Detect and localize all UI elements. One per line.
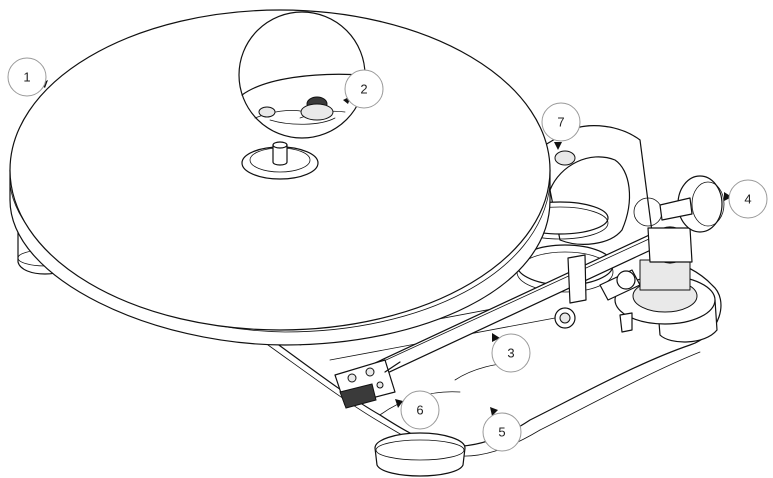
foot-front: [374, 432, 466, 477]
callout-7: 7: [541, 102, 581, 150]
callout-6-label: 6: [416, 403, 423, 418]
callout-1-label: 1: [23, 70, 30, 85]
spindle: [241, 141, 319, 180]
callout-1: 1: [7, 57, 48, 97]
inset-detail: [238, 11, 366, 139]
callout-3: 3: [491, 333, 531, 373]
tonearm: [334, 175, 725, 409]
callout-4-label: 4: [744, 192, 751, 207]
callout-5-label: 5: [498, 425, 505, 440]
callout-2-label: 2: [360, 82, 367, 97]
callout-4: 4: [724, 179, 768, 219]
callout-2: 2: [343, 69, 384, 109]
callout-5: 5: [482, 407, 522, 452]
callout-6: 6: [395, 390, 440, 430]
platter: [9, 9, 551, 346]
callout-3-label: 3: [507, 346, 514, 361]
callout-7-label: 7: [557, 115, 564, 130]
